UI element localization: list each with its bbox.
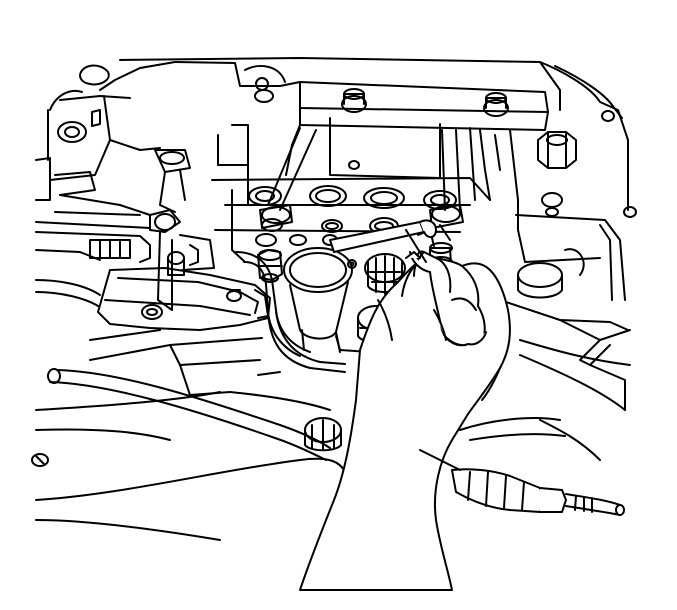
left-linkage: [36, 96, 214, 310]
technician-hand: [300, 252, 510, 590]
right-case: [500, 130, 630, 410]
filter-cylinder: [284, 248, 352, 352]
cooler-lines: [36, 252, 345, 372]
transmission-housing: [48, 58, 628, 210]
mounting-bracket: [98, 268, 270, 330]
lower-housing: [32, 330, 345, 540]
lower-bolt: [305, 418, 341, 450]
vent-tube: [48, 369, 330, 460]
tool-lever: [330, 220, 436, 262]
frame-rail: [420, 418, 600, 470]
top-bolts: [255, 89, 508, 169]
speed-sensor-cable: [452, 469, 624, 515]
right-bolt: [538, 111, 636, 217]
